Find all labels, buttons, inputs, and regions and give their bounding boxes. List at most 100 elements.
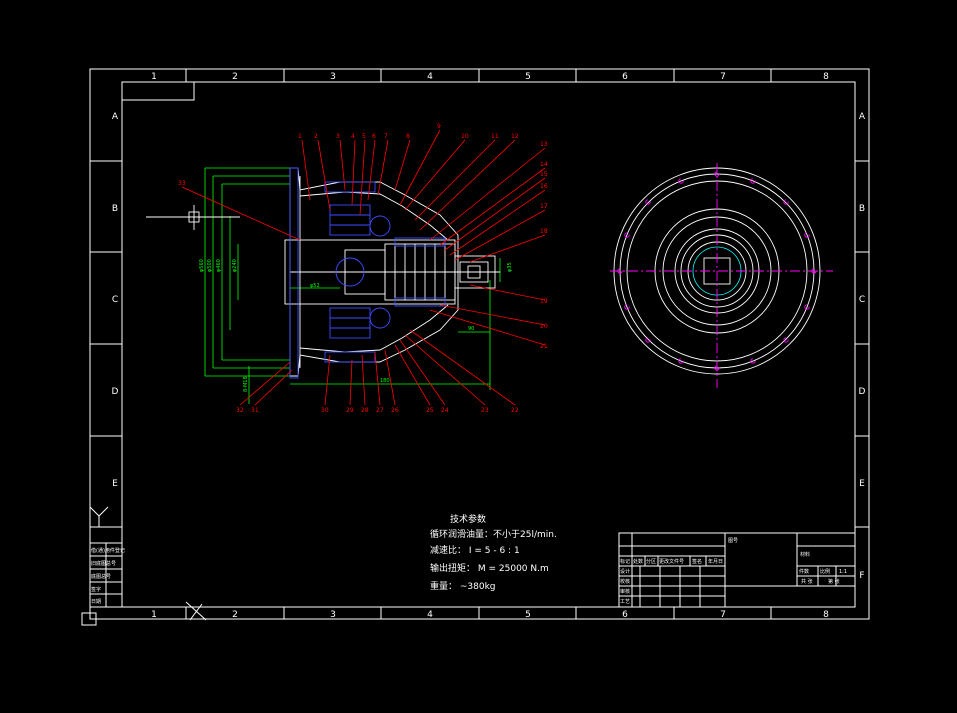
material-label: 材料 [800,551,810,558]
svg-text:10: 10 [461,133,469,140]
svg-text:6: 6 [372,133,376,140]
svg-text:φ35: φ35 [507,262,513,272]
svg-text:共 张: 共 张 [801,578,813,585]
tech-flow: 循环润滑油量：不小于25l/min. [430,528,557,540]
svg-text:17: 17 [540,203,548,210]
svg-text:14: 14 [540,161,548,168]
svg-text:18: 18 [540,228,548,235]
svg-text:8: 8 [823,72,829,82]
svg-text:31: 31 [251,407,259,414]
column-numbers-top: 1 2 3 4 5 6 7 8 [151,72,829,82]
tech-title: 技术参数 [450,513,486,525]
housing [284,167,500,377]
svg-text:A: A [859,112,866,122]
svg-text:13: 13 [540,141,548,148]
svg-text:设计: 设计 [620,568,630,575]
svg-text:A: A [112,112,119,122]
svg-text:D: D [859,387,866,397]
svg-text:7: 7 [720,72,726,82]
svg-text:φ460: φ460 [216,259,222,272]
svg-text:B: B [859,204,865,214]
row-letters-right: A B C D E F [859,112,866,581]
tech-params: 技术参数 循环润滑油量：不小于25l/min. 减速比： I = 5 - 6 :… [430,513,557,592]
corner-mark [81,612,97,626]
column-numbers-bottom: 1 2 3 4 5 6 7 8 [151,610,829,620]
svg-text:φ560: φ560 [199,259,205,272]
section-view: 180 φ52 90 φ560 φ500 φ460 φ240 8-M18 φ35 [146,123,548,414]
svg-text:3: 3 [330,72,336,82]
svg-text:15: 15 [540,171,548,178]
svg-text:B: B [112,204,118,214]
svg-text:25: 25 [426,407,434,414]
svg-text:90: 90 [468,326,474,332]
svg-text:5: 5 [525,72,531,82]
svg-text:33: 33 [178,180,186,187]
svg-text:9: 9 [437,123,441,130]
svg-text:2: 2 [232,72,238,82]
svg-text:8: 8 [823,610,829,620]
svg-text:180: 180 [380,378,390,384]
title-block: 图号 材料 件数 比例 1:1 共 张 第 张 标记 处数 分区 更改文件号 签… [618,532,856,608]
svg-text:2: 2 [314,133,318,140]
svg-text:φ500: φ500 [207,259,213,272]
svg-text:24: 24 [441,407,449,414]
svg-text:1: 1 [298,133,302,140]
inner-border [121,81,856,608]
svg-text:借(通)用件登记: 借(通)用件登记 [91,547,125,554]
drawing-name: 图号 [728,538,738,544]
svg-text:标记: 标记 [620,558,630,565]
tech-ratio: 减速比： I = 5 - 6 : 1 [430,544,520,556]
corner-block [121,81,195,101]
svg-text:6: 6 [622,72,628,82]
svg-text:2: 2 [232,610,238,620]
svg-text:28: 28 [361,407,369,414]
svg-text:27: 27 [376,407,384,414]
svg-text:5: 5 [362,133,366,140]
svg-text:年月日: 年月日 [708,558,723,565]
svg-text:23: 23 [481,407,489,414]
svg-text:12: 12 [511,133,519,140]
tech-torque: 输出扭矩： M = 25000 N.m [430,562,549,574]
svg-text:处数: 处数 [633,558,643,565]
svg-text:4: 4 [427,72,433,82]
leader-lines [181,129,546,406]
svg-text:F: F [859,571,864,581]
svg-text:D: D [112,387,119,397]
svg-text:更改文件号: 更改文件号 [659,558,684,565]
svg-text:1:1: 1:1 [839,569,847,575]
hatching [289,167,446,379]
rough-symbol [89,506,109,527]
svg-text:8-M18: 8-M18 [243,376,249,392]
crosshair [146,205,240,230]
svg-text:日期: 日期 [91,599,101,605]
svg-text:20: 20 [540,323,548,330]
svg-text:第 张: 第 张 [828,578,840,585]
svg-text:19: 19 [540,298,548,305]
svg-text:1: 1 [151,610,157,620]
svg-text:16: 16 [540,183,548,190]
svg-text:C: C [112,295,118,305]
tech-weight: 重量： ~380kg [430,580,496,592]
svg-text:22: 22 [511,407,519,414]
svg-text:30: 30 [321,407,329,414]
svg-text:E: E [112,479,118,489]
svg-text:6: 6 [622,610,628,620]
svg-text:E: E [859,479,865,489]
svg-text:4: 4 [427,610,433,620]
svg-text:签字: 签字 [91,586,101,593]
svg-text:件数: 件数 [799,568,809,575]
bolt-holes [617,171,817,371]
svg-text:7: 7 [720,610,726,620]
svg-text:底图总号: 底图总号 [91,573,111,580]
svg-text:旧底图总号: 旧底图总号 [91,560,116,567]
svg-text:7: 7 [384,133,388,140]
svg-text:11: 11 [491,133,499,140]
svg-text:3: 3 [330,610,336,620]
svg-text:φ52: φ52 [310,283,320,289]
left-strip-table: 借(通)用件登记 旧底图总号 底图总号 签字 日期 [89,542,125,608]
svg-text:工艺: 工艺 [620,599,630,605]
dimension-lines: 180 φ52 90 φ560 φ500 φ460 φ240 8-M18 φ35 [199,167,513,404]
svg-text:比例: 比例 [820,568,830,575]
svg-text:3: 3 [336,133,340,140]
